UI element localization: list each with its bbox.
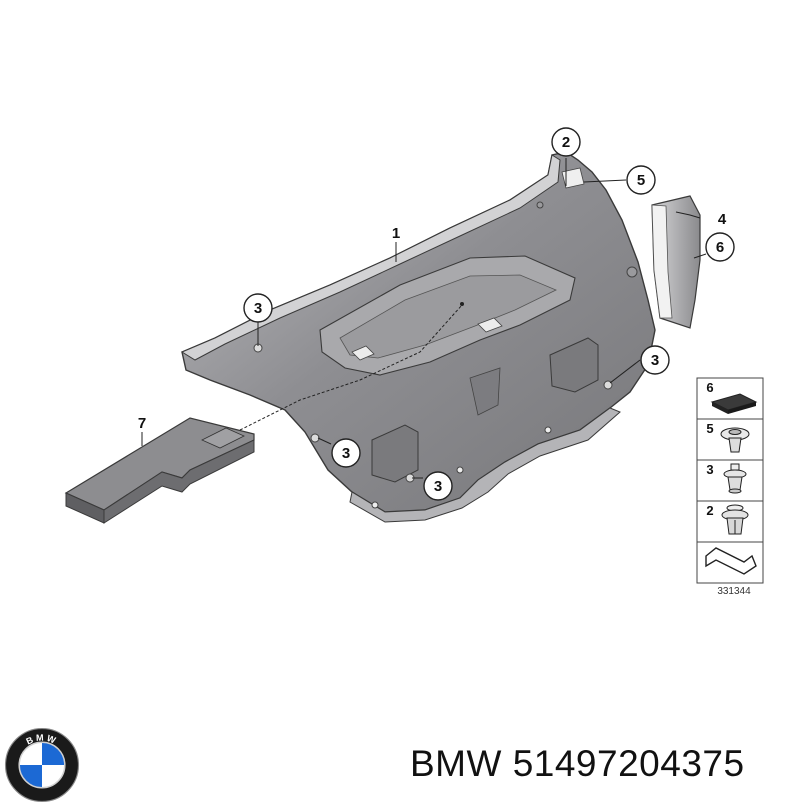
cutout-left [351, 345, 375, 361]
fastener-hole [456, 466, 464, 474]
fastener-hole [536, 201, 544, 209]
leader-line-3d [609, 359, 641, 384]
cutout-right [477, 317, 503, 333]
lower-boss-left [371, 424, 419, 483]
callout-3c-label: 3 [434, 478, 442, 495]
foam-pad-side [103, 439, 255, 524]
foam-pad-icon [710, 393, 758, 414]
foam-pad-part [64, 417, 255, 524]
side-strip-edge [651, 204, 673, 319]
fastener-hole [626, 266, 638, 278]
callout-7: 7 [138, 415, 146, 432]
diagram-reference-code: 331344 [717, 586, 751, 597]
callout-5-label: 5 [637, 172, 645, 189]
legend-row-2-label: 2 [706, 503, 713, 518]
legend-row-6-label: 6 [706, 380, 713, 395]
callout-7-label: 7 [138, 415, 146, 432]
leader-line-6 [693, 253, 707, 259]
parts-legend: 6 5 3 2 [696, 377, 764, 597]
lower-flange [349, 407, 621, 523]
expanding-nut-icon [721, 504, 749, 535]
trunk-lid-trim-panel [180, 151, 656, 523]
callout-3a-label: 3 [254, 300, 262, 317]
bmw-logo-letters: BMW [25, 733, 60, 747]
callout-6: 6 [705, 232, 735, 262]
lower-boss-right [549, 337, 599, 393]
push-clip-icon [723, 463, 747, 494]
callout-3d-label: 3 [651, 352, 659, 369]
side-trim-strip [651, 195, 701, 329]
callout-3b: 3 [331, 438, 361, 468]
callout-4: 4 [718, 211, 727, 228]
callout-2-label: 2 [562, 134, 570, 151]
handle-recess [469, 367, 501, 416]
legend-row-5-label: 5 [706, 421, 713, 436]
bmw-logo: BMW [4, 727, 80, 803]
callout-3a: 3 [243, 293, 273, 323]
trim-panel-rim [180, 154, 561, 361]
callout-3b-label: 3 [342, 445, 350, 462]
fastener-hole [310, 433, 320, 443]
callout-3d: 3 [640, 345, 670, 375]
fastener-hole [371, 501, 379, 509]
callout-5: 5 [626, 165, 656, 195]
corner-clip [561, 167, 585, 189]
expanding-rivet-icon [720, 427, 750, 453]
part-number-caption: BMW 51497204375 [410, 743, 745, 784]
legend-row-3-label: 3 [706, 462, 713, 477]
callout-6-label: 6 [716, 239, 724, 256]
leader-line-5 [583, 179, 627, 183]
center-pad-inner [339, 274, 557, 359]
callout-1: 1 [392, 225, 400, 242]
callout-1-label: 1 [392, 225, 400, 242]
callout-4-label: 4 [718, 211, 727, 228]
leader-line-4 [675, 211, 701, 219]
fastener-hole [544, 426, 552, 434]
assembly-dashed-line [239, 304, 463, 431]
leader-line-3b [317, 437, 332, 445]
trunk-lid-symbol-icon [705, 547, 757, 575]
assembly-point [460, 302, 464, 306]
callout-3c: 3 [423, 471, 453, 501]
callout-2: 2 [551, 127, 581, 157]
foam-pad-label-square [201, 427, 245, 449]
leader-lines [141, 158, 707, 479]
